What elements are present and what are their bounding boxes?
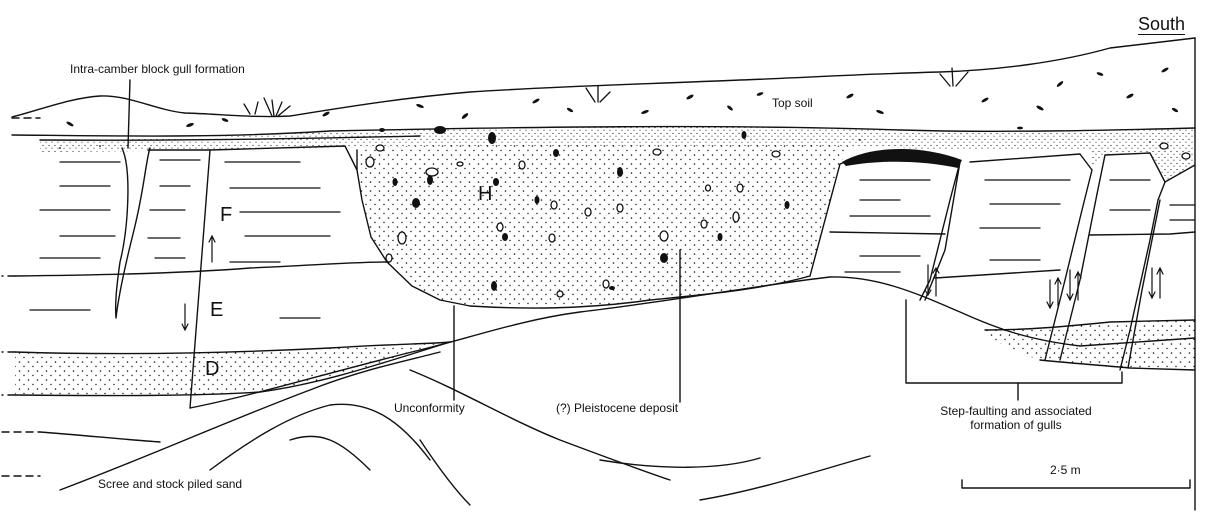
unit-e-label: E [210,299,223,322]
gull-formation-label: Intra-camber block gull formation [70,63,245,77]
right-upper-fill [1092,147,1195,182]
black-cap [842,149,962,168]
unit-h-label: H [478,183,492,206]
scale-bar-label: 2·5 m [1050,464,1081,478]
scree-label: Scree and stock piled sand [98,478,242,492]
ground-surface [12,38,1195,117]
unit-f-label: F [220,204,232,227]
step-faulting-line-2: formation of gulls [896,419,1136,433]
scree-line-5 [600,458,760,467]
gull-leader [128,80,130,148]
scale-bar-line [962,480,1190,488]
bed-d-fill [15,342,450,396]
top-soil-label: Top soil [772,97,813,111]
scree-line-3 [410,370,670,480]
gull-wedge [116,148,150,318]
scree-line-7 [420,440,470,505]
unconformity-label: Unconformity [394,402,465,416]
scree-line-4 [290,436,370,470]
unit-d-label: D [205,358,219,381]
scree-line-6 [700,456,870,500]
step-faulting-line-1: Step-faulting and associated [896,405,1136,419]
pleistocene-label: (?) Pleistocene deposit [556,402,678,416]
step-base-fill [985,320,1195,370]
direction-label: South [1138,14,1185,35]
step-faulting-label: Step-faulting and associated formation o… [896,405,1136,433]
